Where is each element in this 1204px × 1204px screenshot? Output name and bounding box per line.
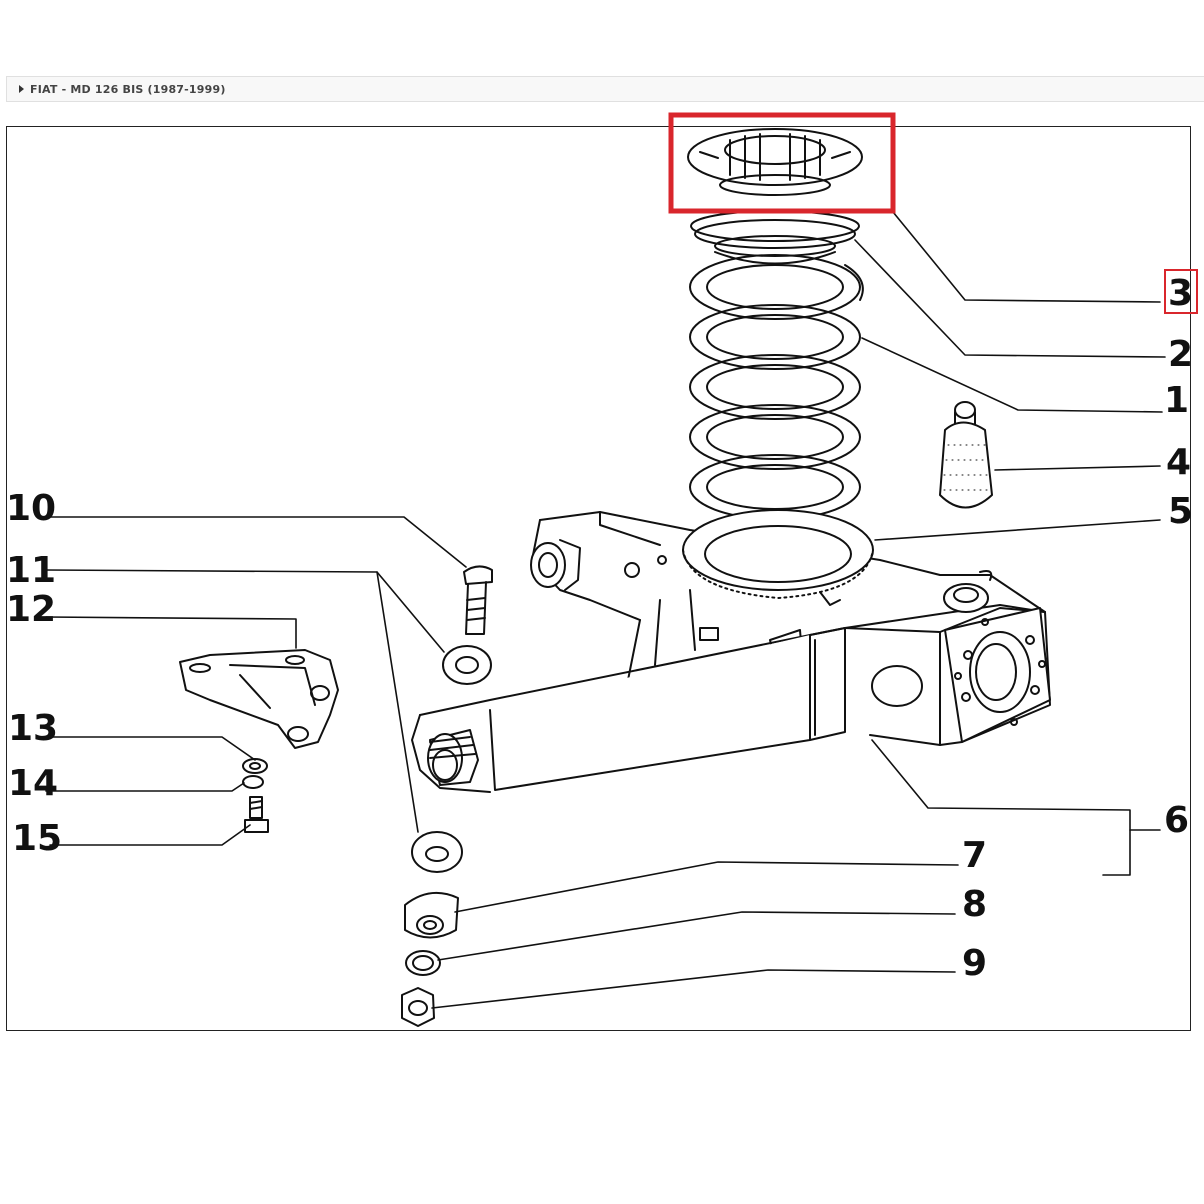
breadcrumb[interactable]: FIAT - MD 126 BIS (1987-1999): [6, 76, 1204, 102]
lock-washer-14-drawing[interactable]: [242, 775, 264, 789]
expand-arrow-icon[interactable]: [19, 85, 24, 93]
callout-6[interactable]: 6: [1164, 800, 1189, 841]
callout-13[interactable]: 13: [8, 708, 58, 749]
upper-insulator-drawing[interactable]: [690, 210, 860, 265]
callout-4[interactable]: 4: [1166, 442, 1191, 483]
washer-13-drawing[interactable]: [242, 758, 268, 774]
axle-arm-drawing[interactable]: [411, 511, 1051, 793]
callout-1[interactable]: 1: [1164, 380, 1189, 421]
selected-callout-highlight: [1164, 269, 1198, 314]
bracket-12-drawing[interactable]: [179, 649, 339, 749]
bolt-10-drawing[interactable]: [463, 565, 493, 635]
callout-15[interactable]: 15: [12, 818, 62, 859]
lower-insulator-drawing[interactable]: [682, 509, 874, 606]
callout-8[interactable]: 8: [962, 884, 987, 925]
nut-9-drawing[interactable]: [401, 987, 435, 1027]
callout-10[interactable]: 10: [6, 488, 56, 529]
callout-14[interactable]: 14: [8, 763, 58, 804]
selected-part-highlight: [668, 112, 896, 214]
spring-seat-drawing[interactable]: [687, 128, 863, 196]
leader-lines: [45, 211, 1166, 1009]
washer-8-drawing[interactable]: [405, 950, 441, 976]
bump-stop-drawing[interactable]: [939, 401, 993, 509]
washer-11-lower-drawing[interactable]: [411, 831, 463, 873]
callout-7[interactable]: 7: [962, 835, 987, 876]
washer-11-upper-drawing[interactable]: [442, 645, 492, 685]
breadcrumb-label: FIAT - MD 126 BIS (1987-1999): [30, 82, 226, 96]
bushing-7-drawing[interactable]: [404, 891, 459, 939]
callout-3[interactable]: 3: [1168, 273, 1193, 314]
callout-11[interactable]: 11: [6, 550, 56, 591]
callout-9[interactable]: 9: [962, 943, 987, 984]
coil-spring-drawing[interactable]: [689, 254, 864, 520]
callout-2[interactable]: 2: [1168, 334, 1193, 375]
callout-5[interactable]: 5: [1168, 491, 1193, 532]
callout-12[interactable]: 12: [6, 589, 56, 630]
